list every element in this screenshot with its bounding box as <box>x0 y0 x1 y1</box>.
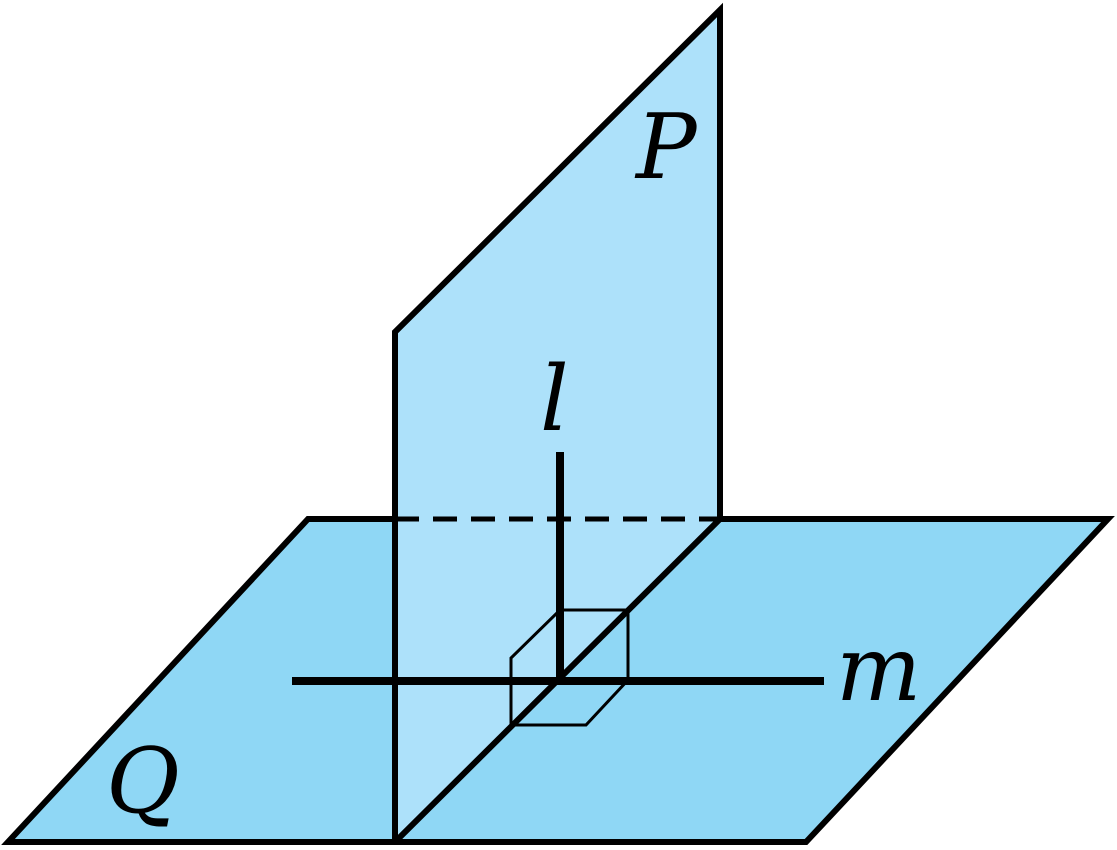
right-angle-marker <box>509 608 630 727</box>
plane-p <box>395 10 720 842</box>
label-line-l: l <box>540 347 569 452</box>
label-plane-q: Q <box>106 729 180 834</box>
label-plane-p: P <box>634 95 698 200</box>
plane-p-edge-upper <box>392 2 723 519</box>
label-line-m: m <box>836 617 921 722</box>
